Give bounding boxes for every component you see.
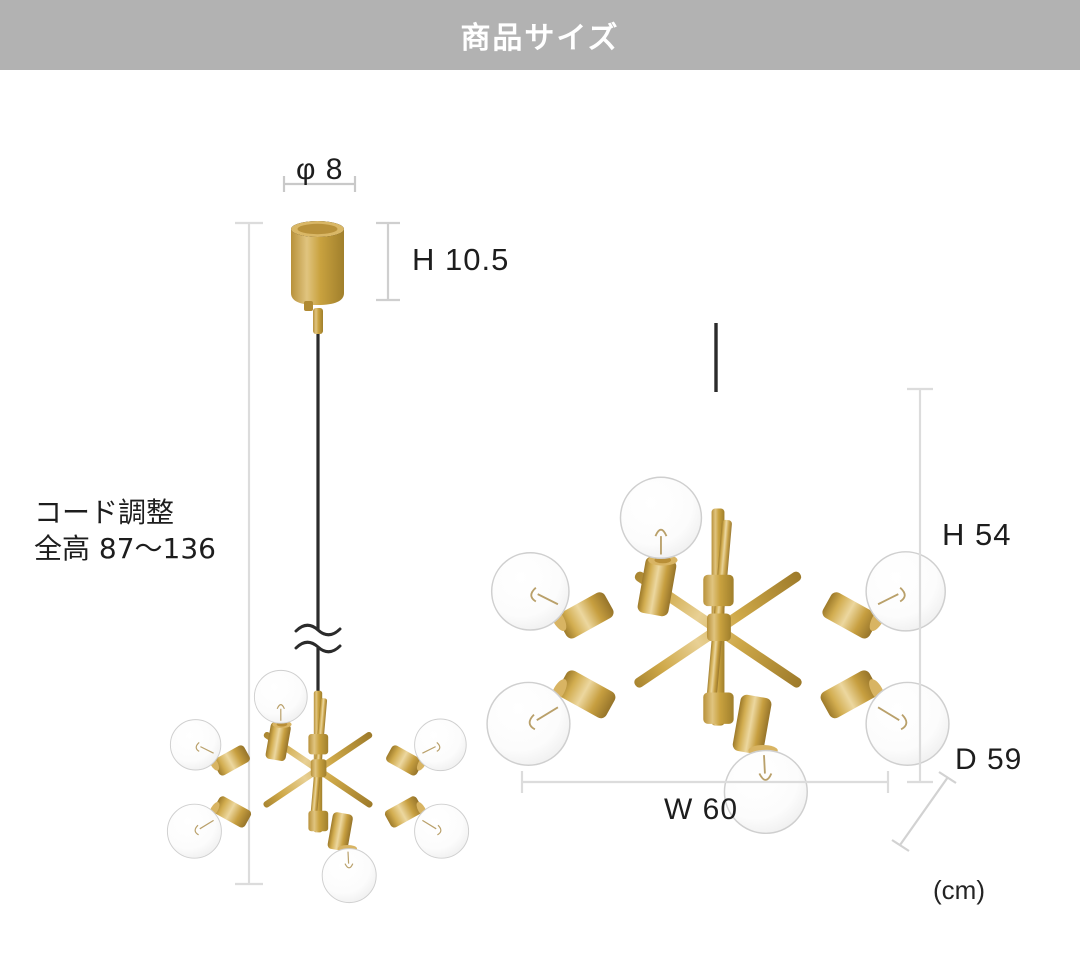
canopy-height-dimension-line (376, 221, 400, 302)
fixture-height-label: H 54 (942, 517, 1012, 552)
left-elevation-view (166, 176, 470, 904)
cord-note-line1: コード調整 (34, 496, 175, 529)
cord-note-line2: 全高 87〜136 (34, 532, 216, 566)
canopy-diameter-dimension-line (282, 176, 357, 192)
chandelier-right (486, 476, 950, 835)
right-detail-view (486, 323, 957, 852)
canopy-diameter-label: φ 8 (296, 153, 344, 186)
width-dimension-line (520, 771, 890, 793)
diagram-canvas: φ 8 H 10.5 H 54 D 59 W 60 (cm) コード調整 全高 … (0, 70, 1080, 970)
chandelier-left (166, 669, 470, 904)
fixture-depth-label: D 59 (955, 743, 1023, 776)
fixture-width-label: W 60 (664, 793, 739, 826)
unit-note: (cm) (933, 875, 985, 905)
canopy (291, 221, 344, 311)
header-band: 商品サイズ (0, 0, 1080, 70)
cord-adjustment-note: コード調整 全高 87〜136 (34, 495, 216, 568)
height-dimension-line (907, 387, 933, 784)
total-height-dimension-line (235, 221, 263, 886)
cord-break-symbol (294, 623, 342, 654)
depth-dimension-line (891, 771, 957, 852)
product-dimension-diagram (166, 176, 957, 904)
page-title: 商品サイズ (460, 21, 620, 56)
cord-grip (313, 308, 323, 334)
canopy-height-label: H 10.5 (412, 242, 510, 277)
